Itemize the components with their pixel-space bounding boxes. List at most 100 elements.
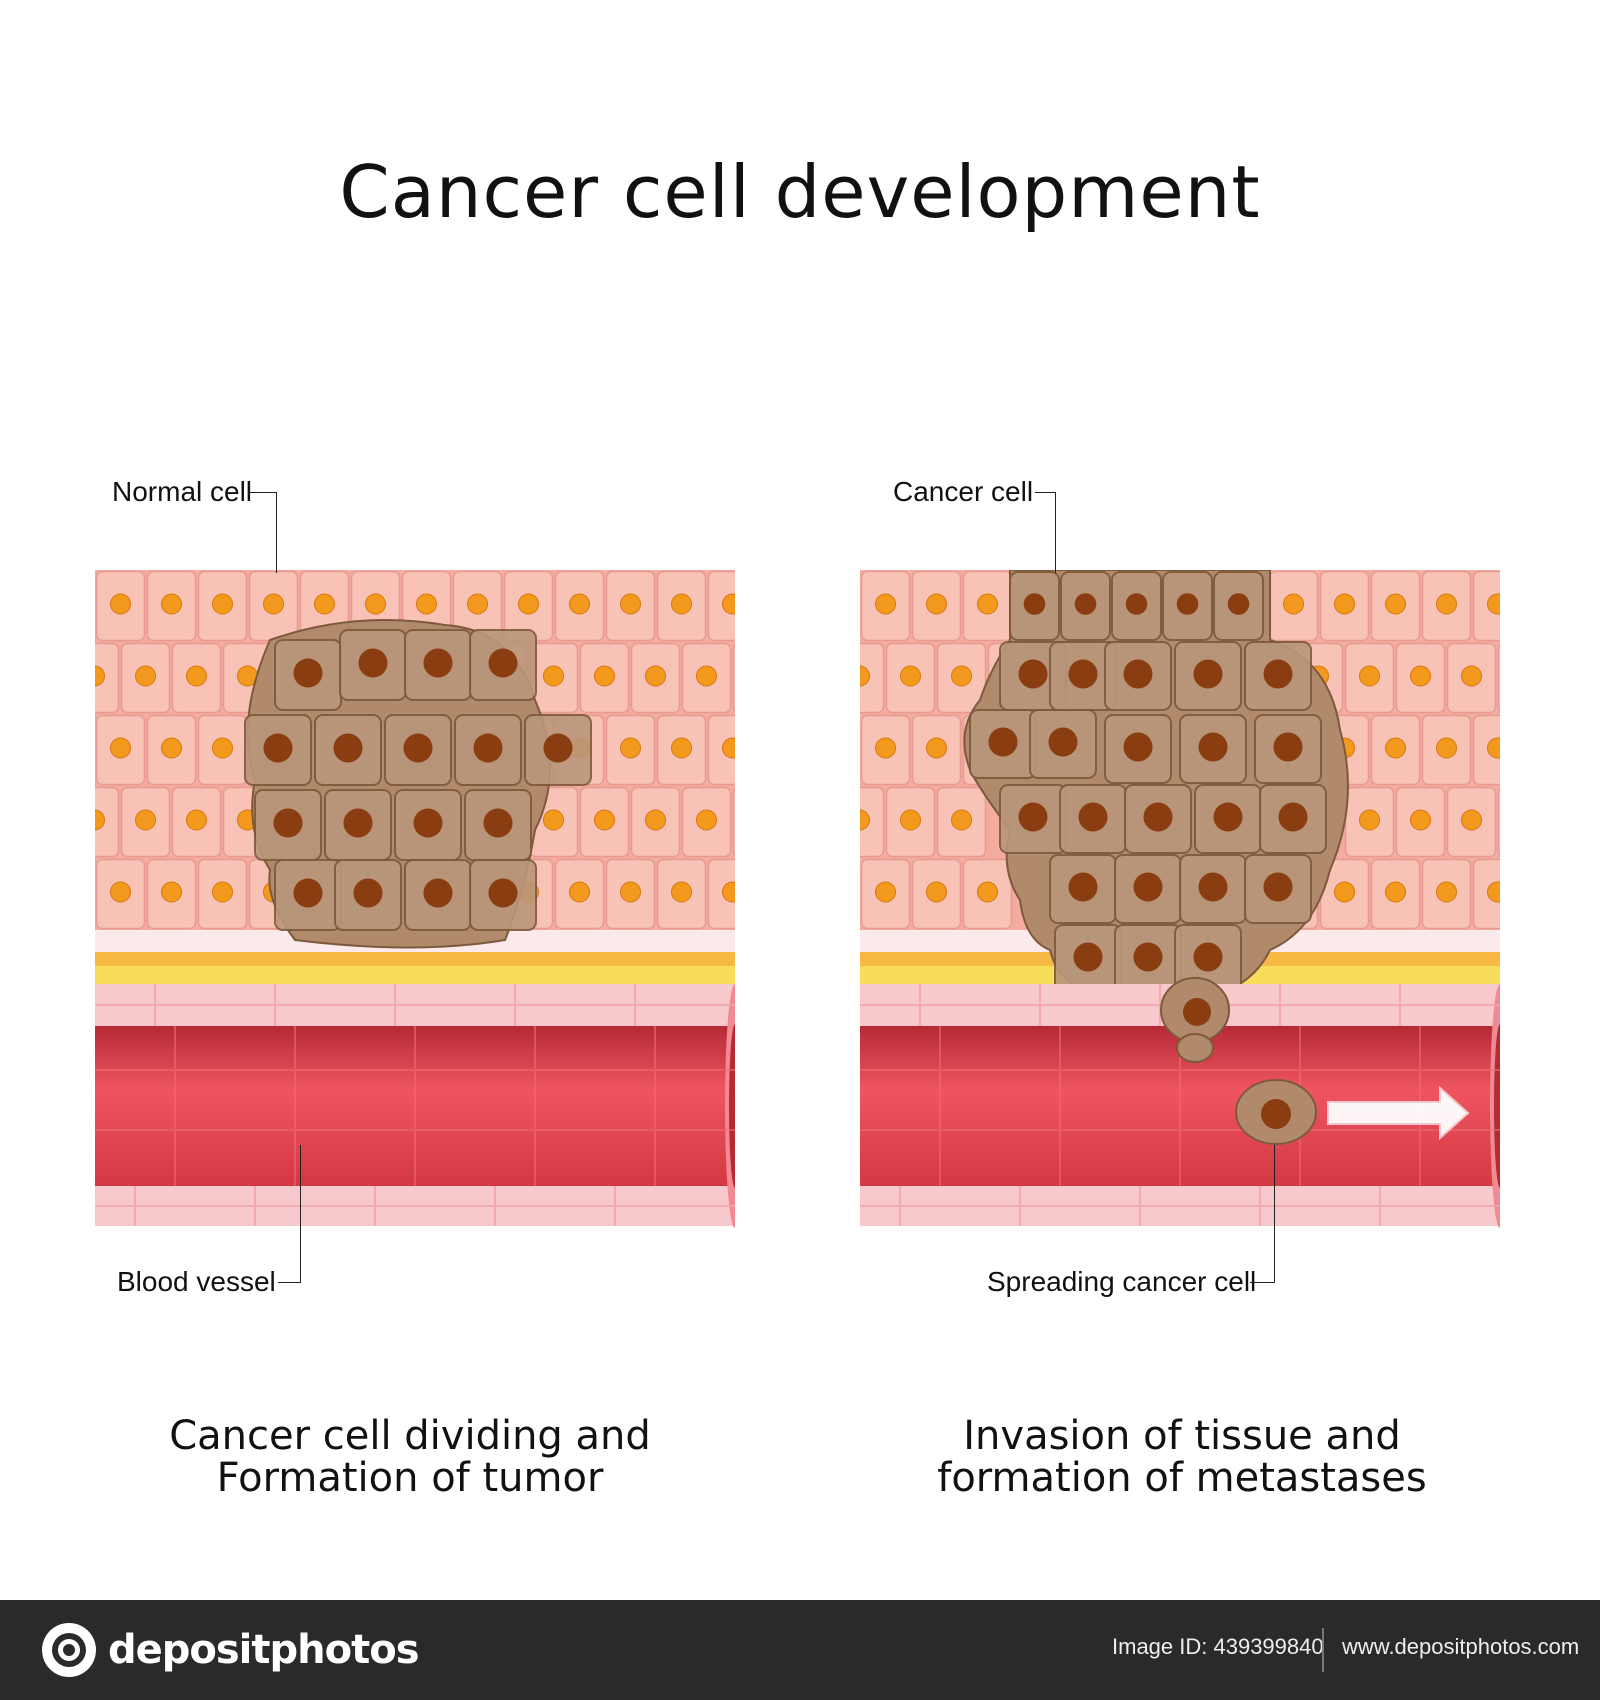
metastasis-illustration (860, 570, 1500, 1228)
normal-nucleus (186, 809, 207, 831)
spreading-cell-leader-line (1250, 1145, 1275, 1283)
normal-nucleus (671, 593, 692, 615)
normal-nucleus (620, 593, 641, 615)
normal-nucleus (696, 809, 717, 831)
normal-nucleus (926, 737, 947, 759)
cancer-nucleus (423, 878, 453, 908)
normal-nucleus (1385, 593, 1406, 615)
cancer-nucleus (423, 648, 453, 678)
left-caption: Cancer cell dividing and Formation of tu… (60, 1415, 760, 1499)
cancer-nucleus (1133, 942, 1163, 972)
normal-nucleus (722, 881, 735, 903)
normal-nucleus (900, 665, 921, 687)
normal-nucleus (977, 881, 998, 903)
normal-cell-leader-line (250, 492, 277, 573)
normal-nucleus (1385, 881, 1406, 903)
normal-nucleus (186, 665, 207, 687)
normal-nucleus (1487, 593, 1500, 615)
blood-vessel (95, 984, 735, 1228)
normal-cell (707, 714, 735, 786)
normal-cells (860, 570, 1500, 930)
cancer-nucleus (1278, 802, 1308, 832)
normal-nucleus (212, 881, 233, 903)
normal-cell (707, 858, 735, 930)
normal-nucleus (110, 593, 131, 615)
cancer-nucleus (483, 808, 513, 838)
cancer-nucleus (1198, 732, 1228, 762)
tumor-formation-illustration (95, 570, 735, 1228)
normal-cell (1497, 788, 1500, 856)
cancer-nucleus (1125, 593, 1148, 615)
cancer-nucleus (353, 878, 383, 908)
footer-divider (1322, 1628, 1324, 1672)
cancer-cell-leader-line (1035, 492, 1056, 573)
normal-nucleus (1461, 809, 1482, 831)
arrow-right-icon (1327, 1085, 1470, 1141)
normal-cell-label: Normal cell (112, 476, 253, 507)
blood-vessel-leader-line (278, 1145, 301, 1283)
cancer-nucleus (263, 733, 293, 763)
normal-nucleus (645, 665, 666, 687)
cancer-nucleus (333, 733, 363, 763)
cancer-nucleus (1074, 593, 1097, 615)
normal-nucleus (1461, 665, 1482, 687)
normal-nucleus (1487, 881, 1500, 903)
left-panel-diagram (95, 570, 735, 1235)
normal-nucleus (543, 665, 564, 687)
normal-nucleus (1436, 881, 1457, 903)
normal-cell (1472, 858, 1500, 930)
cancer-nucleus (1018, 802, 1048, 832)
cancer-nucleus (488, 648, 518, 678)
normal-nucleus (1410, 809, 1431, 831)
cancer-nucleus (293, 878, 323, 908)
normal-nucleus (594, 665, 615, 687)
normal-nucleus (416, 593, 437, 615)
normal-nucleus (671, 881, 692, 903)
cancer-nucleus (358, 648, 388, 678)
normal-nucleus (1410, 665, 1431, 687)
normal-nucleus (722, 593, 735, 615)
normal-nucleus (722, 737, 735, 759)
spreading-cancer-cell (1235, 1079, 1317, 1145)
cancer-nucleus (1193, 659, 1223, 689)
normal-nucleus (110, 881, 131, 903)
website-link[interactable]: www.depositphotos.com (1342, 1634, 1580, 1659)
cancer-nucleus (1123, 732, 1153, 762)
normal-nucleus (569, 593, 590, 615)
normal-cell (1472, 570, 1500, 642)
normal-nucleus (1283, 593, 1304, 615)
normal-nucleus (900, 809, 921, 831)
normal-nucleus (951, 665, 972, 687)
intravasating-cancer-cell (1160, 977, 1230, 1063)
normal-nucleus (161, 881, 182, 903)
normal-cell (860, 786, 885, 858)
normal-nucleus (594, 809, 615, 831)
cancer-nucleus (1193, 942, 1223, 972)
page-title: Cancer cell development (339, 150, 1261, 234)
normal-nucleus (543, 809, 564, 831)
cancer-nucleus (1143, 802, 1173, 832)
cancer-nucleus (413, 808, 443, 838)
tumor-cells (244, 619, 592, 949)
basement-membrane (95, 930, 735, 984)
right-caption: Invasion of tissue and formation of meta… (832, 1415, 1532, 1499)
normal-nucleus (926, 881, 947, 903)
normal-nucleus (1334, 881, 1355, 903)
cancer-nucleus (488, 878, 518, 908)
brand-logo[interactable]: depositphotos (40, 1620, 420, 1680)
normal-nucleus (467, 593, 488, 615)
normal-cell (1472, 714, 1500, 786)
cancer-nucleus (1018, 659, 1048, 689)
cancer-nucleus (1133, 872, 1163, 902)
cancer-nucleus (343, 808, 373, 838)
cancer-nucleus (1227, 593, 1250, 615)
normal-nucleus (1334, 593, 1355, 615)
cancer-nucleus (1273, 732, 1303, 762)
normal-nucleus (1359, 665, 1380, 687)
brand-name: depositphotos (108, 1627, 420, 1673)
cancer-nucleus (543, 733, 573, 763)
cancer-nucleus (1048, 727, 1078, 757)
cancer-nucleus (1213, 802, 1243, 832)
image-id-text: Image ID: 439399840 (1112, 1634, 1324, 1659)
cancer-nucleus (1176, 593, 1199, 615)
